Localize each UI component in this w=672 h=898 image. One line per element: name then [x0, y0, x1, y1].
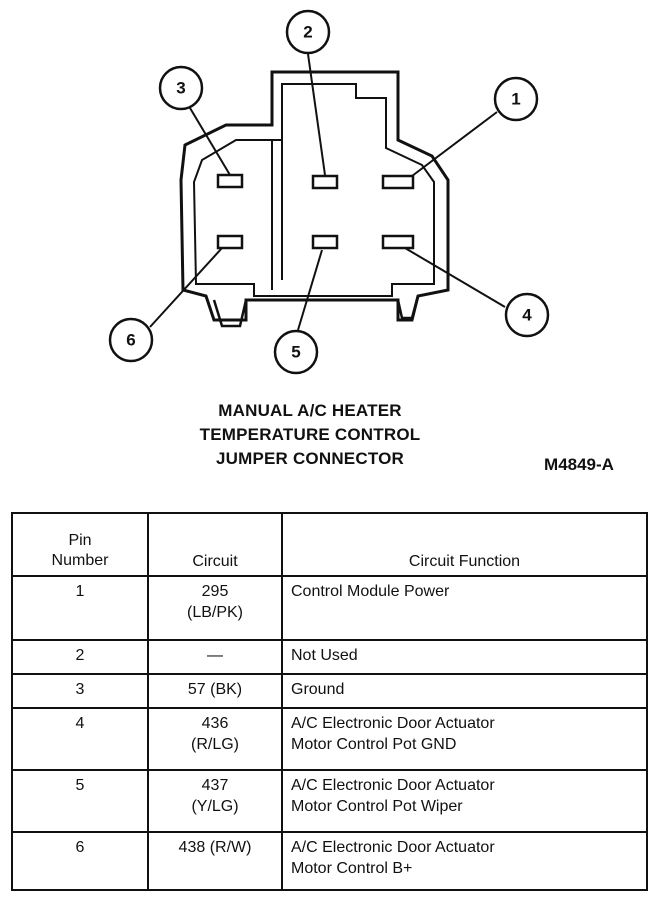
callout-label-5: 5	[291, 343, 300, 362]
cell-pin: 1	[11, 575, 149, 641]
circuit-line2: (Y/LG)	[191, 798, 239, 815]
pin-terminal-2	[311, 174, 339, 190]
function-line2: Motor Control Pot GND	[291, 736, 457, 753]
table-header-row: Pin Number Circuit Circuit Function	[11, 512, 648, 577]
header-pin-number: Pin Number	[11, 512, 149, 577]
callout-4: 4	[504, 292, 550, 338]
circuit-line2: (R/LG)	[191, 736, 239, 753]
circuit-line2: (LB/PK)	[186, 604, 243, 621]
cell-circuit: 437 (Y/LG)	[147, 769, 283, 833]
function-line1: A/C Electronic Door Actuator	[291, 715, 495, 732]
callout-label-1: 1	[511, 90, 520, 109]
cell-function: A/C Electronic Door Actuator Motor Contr…	[281, 707, 648, 771]
cell-circuit: 295 (LB/PK)	[147, 575, 283, 641]
callout-label-2: 2	[303, 23, 312, 42]
cell-pin: 3	[11, 673, 149, 709]
header-circuit-function: Circuit Function	[281, 512, 648, 577]
connector-latch-left	[212, 299, 248, 328]
cell-pin: 2	[11, 639, 149, 675]
callout-6: 6	[108, 317, 154, 363]
callout-2: 2	[285, 9, 331, 55]
connector-diagram: 1 2 3 4 5 6 MANUAL A/C HEATER TEMPERATUR…	[108, 9, 614, 474]
cell-function: Ground	[281, 673, 648, 709]
connector-latch-right	[396, 295, 420, 320]
leader-line-4	[404, 247, 506, 308]
table-row: 4 436 (R/LG) A/C Electronic Door Actuato…	[11, 707, 648, 771]
figure-id: M4849-A	[544, 455, 614, 474]
circuit-line1: 437	[201, 777, 229, 794]
cell-function: A/C Electronic Door Actuator Motor Contr…	[281, 831, 648, 891]
pin-terminal-6	[216, 234, 244, 250]
caption-line-3: JUMPER CONNECTOR	[216, 449, 404, 468]
cell-pin: 5	[11, 769, 149, 833]
leader-line-5	[297, 249, 323, 331]
callout-3: 3	[158, 65, 204, 111]
caption-line-1: MANUAL A/C HEATER	[218, 401, 401, 420]
pin-terminal-5	[311, 234, 339, 250]
cell-circuit: 438 (R/W)	[147, 831, 283, 891]
leader-line-2	[307, 53, 326, 176]
cell-pin: 4	[11, 707, 149, 771]
function-line2: Motor Control Pot Wiper	[291, 798, 463, 815]
leader-line-1	[411, 111, 498, 177]
cell-function: A/C Electronic Door Actuator Motor Contr…	[281, 769, 648, 833]
pin-terminal-3	[216, 173, 244, 189]
callout-label-3: 3	[176, 79, 185, 98]
cell-function: Not Used	[281, 639, 648, 675]
table-row: 2 — Not Used	[11, 639, 648, 675]
caption-line-2: TEMPERATURE CONTROL	[200, 425, 421, 444]
cell-pin: 6	[11, 831, 149, 891]
pin-terminal-4	[381, 234, 415, 250]
table-row: 1 295 (LB/PK) Control Module Power	[11, 575, 648, 641]
table-row: 3 57 (BK) Ground	[11, 673, 648, 709]
callout-label-4: 4	[522, 306, 532, 325]
callout-label-6: 6	[126, 331, 135, 350]
callout-1: 1	[493, 76, 539, 122]
function-line2: Motor Control B+	[291, 860, 413, 877]
leader-line-6	[149, 247, 223, 328]
pin-table: Pin Number Circuit Circuit Function 1 29…	[11, 512, 648, 891]
header-circuit: Circuit	[147, 512, 283, 577]
leader-line-3	[189, 107, 231, 176]
pin-terminal-1	[381, 174, 415, 190]
table-row: 6 438 (R/W) A/C Electronic Door Actuator…	[11, 831, 648, 891]
connector-housing-inner	[192, 83, 435, 297]
function-line1: A/C Electronic Door Actuator	[291, 839, 495, 856]
cell-function: Control Module Power	[281, 575, 648, 641]
connector-center-section	[271, 84, 283, 290]
cell-circuit: —	[147, 639, 283, 675]
connector-housing-outline	[179, 70, 450, 322]
circuit-line1: 436	[201, 715, 229, 732]
table-row: 5 437 (Y/LG) A/C Electronic Door Actuato…	[11, 769, 648, 833]
function-line1: A/C Electronic Door Actuator	[291, 777, 495, 794]
cell-circuit: 57 (BK)	[147, 673, 283, 709]
circuit-line1: 295	[201, 583, 229, 600]
header-pin-line1: Pin	[68, 532, 92, 549]
cell-circuit: 436 (R/LG)	[147, 707, 283, 771]
header-pin-line2: Number	[51, 552, 109, 569]
callout-5: 5	[273, 329, 319, 375]
function-line1: Control Module Power	[291, 583, 450, 600]
